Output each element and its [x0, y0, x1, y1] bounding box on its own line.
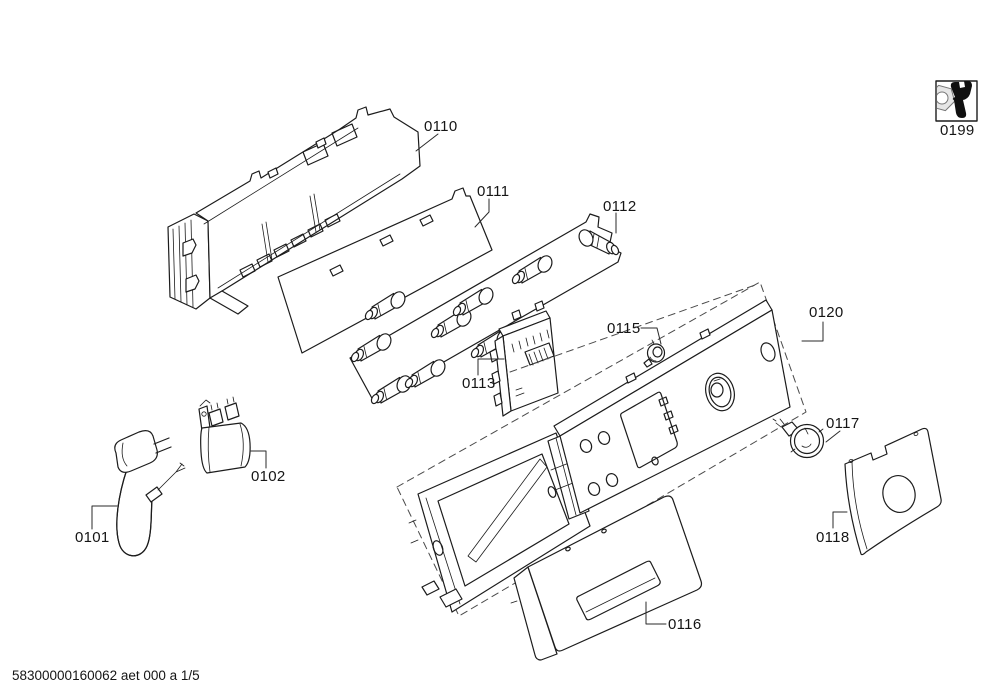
leader-lines [91, 133, 848, 625]
panel-assembly-envelope [396, 281, 807, 617]
part-hotspot-0111[interactable]: 0111 [477, 183, 510, 200]
part-drawing-display-pcb [277, 187, 493, 354]
part-hotspot-0102[interactable]: 0102 [251, 468, 286, 485]
part-hotspot-0112[interactable]: 0112 [603, 198, 637, 215]
part-hotspot-0120[interactable]: 0120 [809, 304, 844, 321]
part-hotspot-0110[interactable]: 0110 [424, 118, 458, 135]
part-hotspot-0113[interactable]: 0113 [462, 375, 496, 392]
part-drawing-rotary-knob [772, 418, 825, 459]
part-drawing-end-cap [844, 427, 942, 556]
wrench-nut-icon [935, 80, 978, 122]
encoder-shaft [578, 229, 620, 256]
part-drawing-suppressor [198, 396, 251, 474]
part-hotspot-0118[interactable]: 0118 [816, 529, 850, 546]
part-hotspot-0115[interactable]: 0115 [607, 320, 641, 337]
part-hotspot-0117[interactable]: 0117 [826, 415, 860, 432]
part-drawing-power-cord [114, 430, 186, 557]
part-drawing-control-panel [553, 299, 791, 514]
part-hotspot-0101[interactable]: 0101 [75, 529, 110, 546]
document-number: 58300000160062 aet 000 a 1/5 [12, 668, 200, 683]
part-drawing-support-frame [167, 106, 421, 315]
part-hotspot-0116[interactable]: 0116 [668, 616, 702, 633]
part-drawing-drawer-fascia [510, 495, 703, 661]
part-drawing-clip [643, 339, 666, 368]
part-drawing-power-module [489, 300, 559, 417]
part-hotspot-0199[interactable]: 0199 [940, 122, 975, 139]
